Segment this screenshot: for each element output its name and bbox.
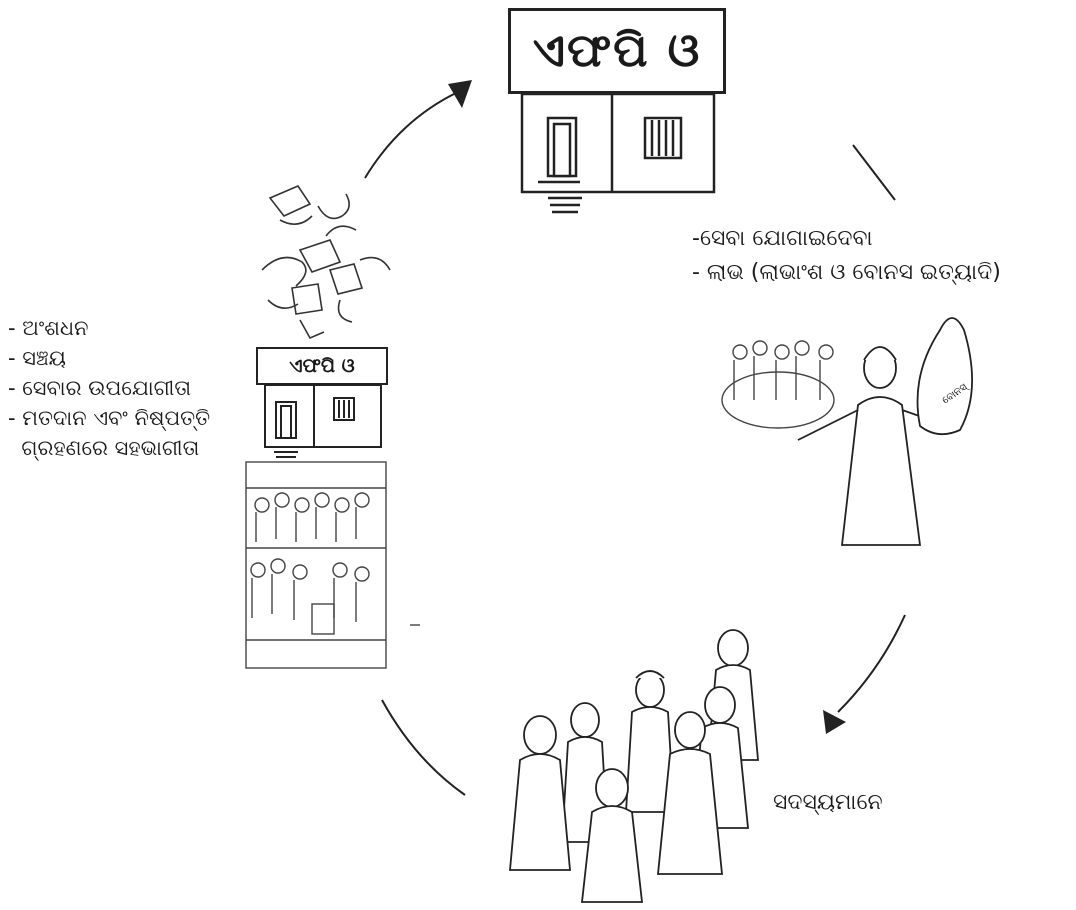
arrow-head-to-members [823,710,846,734]
members-label: ସଦସ୍ୟମାନେ [773,790,883,815]
members-crowd-illustration [509,629,759,903]
fpo-outputs-list: -ସେବା ଯୋଗାଇଦେବା - ଲାଭ (ଲାଭାଂଶ ଓ ବୋନସ ଇତ୍… [692,222,1001,290]
fpo-building-small-body [264,384,382,458]
arrow-to-members [837,614,906,713]
fpo-output-item: - ଲାଭ (ଲାଭାଂଶ ଓ ବୋନସ ଇତ୍ୟାଦି) [692,260,1001,285]
arrow-members-to-left [381,699,466,796]
farmers-group-illustration [721,340,835,429]
fpo-output-item: -ସେବା ଯୋଗାଇଦେବା [692,226,873,251]
arrow-head-to-fpo [448,80,472,108]
arrow-fpo-to-right [852,144,896,201]
woman-with-bonus-bag [797,317,973,546]
meeting-voting-illustration [245,461,420,669]
contribution-item: - ସଞ୍ଚୟ [8,346,66,370]
arrow-to-fpo [364,91,459,179]
fpo-sign-main: ଏଫପି ଓ [508,8,726,94]
fpo-sign-small: ଏଫପି ଓ [256,347,388,385]
contribution-item: - ସେବାର ଉପଯୋଗୀତା [8,376,192,400]
hands-money-illustration [261,185,391,340]
contribution-item: ଗ୍ରହଣରେ ସହଭାଗୀତା [8,436,200,460]
member-contributions-list: - ଅଂଶଧନ - ସଞ୍ଚୟ - ସେବାର ଉପଯୋଗୀତା - ମତଦାନ… [8,313,210,463]
contribution-item: - ମତଦାନ ଏବଂ ନିଷ୍ପତ୍ତି [8,406,211,430]
fpo-building-main-body [520,92,716,214]
contribution-item: - ଅଂଶଧନ [8,316,89,340]
